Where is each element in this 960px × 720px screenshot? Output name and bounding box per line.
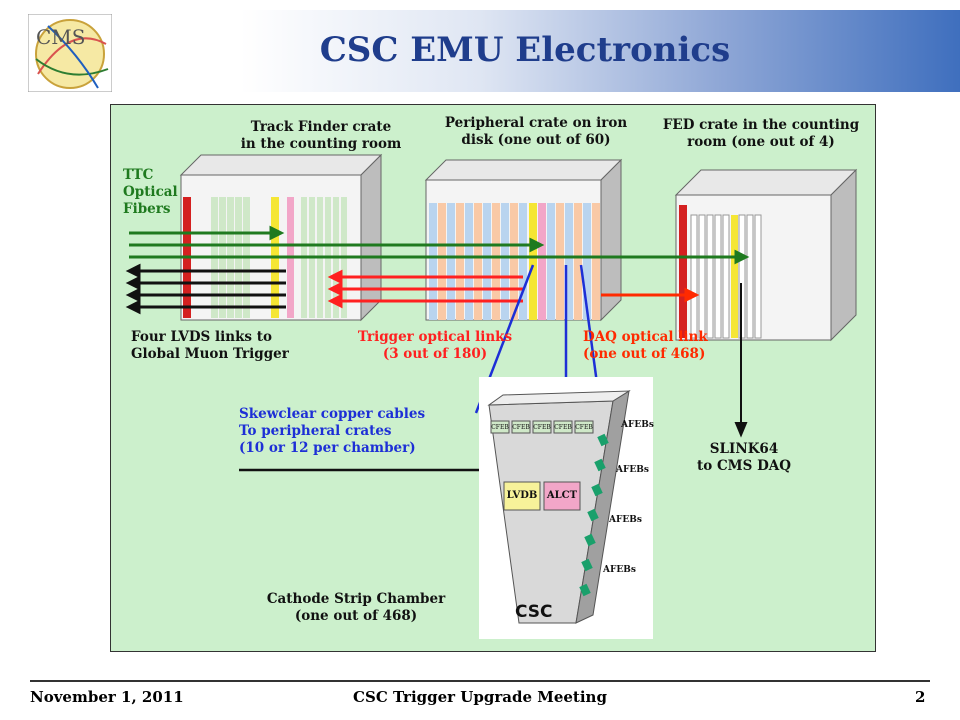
ttc-caption: TTC Optical Fibers: [123, 167, 178, 218]
lvdb-label: LVDB: [506, 490, 538, 501]
csc-caption: Cathode Strip Chamber (one out of 468): [241, 591, 471, 625]
afebs-label-3: AFEBs: [609, 515, 642, 525]
alct-label: ALCT: [546, 490, 578, 501]
daq-caption: DAQ optical link (one out of 468): [583, 329, 708, 363]
skew-line-1: Skewclear copper cables: [239, 406, 426, 422]
peripheral-title-1: Peripheral crate on iron: [444, 115, 628, 131]
page-number: 2: [915, 688, 926, 706]
ttc-line-2: Optical: [123, 184, 178, 200]
cfeb-label-3: CFEB: [533, 424, 551, 431]
track-finder-caption: Track Finder crate in the counting room: [211, 119, 431, 153]
fed-caption: FED crate in the counting room (one out …: [651, 117, 871, 151]
logo-text: CMS: [36, 25, 85, 49]
trigger-line-2: (3 out of 180): [382, 346, 488, 362]
title-banner: [0, 10, 960, 92]
cfeb-label-4: CFEB: [554, 424, 572, 431]
slink-line-2: to CMS DAQ: [697, 458, 792, 474]
peripheral-caption: Peripheral crate on iron disk (one out o…: [431, 115, 641, 149]
fed-title-2: room (one out of 4): [687, 134, 835, 150]
skew-line-2: To peripheral crates: [239, 423, 392, 439]
skew-line-3: (10 or 12 per chamber): [239, 440, 416, 456]
lvds-line-2: Global Muon Trigger: [131, 346, 289, 362]
slide-title: CSC EMU Electronics: [319, 30, 731, 70]
slink-arrow: [734, 283, 748, 438]
fed-title-1: FED crate in the counting: [662, 117, 860, 133]
ttc-line-1: TTC: [123, 167, 154, 183]
slink-caption: SLINK64 to CMS DAQ: [697, 441, 791, 475]
cfeb-label-1: CFEB: [491, 424, 509, 431]
csc-label: CSC: [515, 602, 553, 622]
peripheral-crate: [424, 158, 623, 322]
cfeb-label-5: CFEB: [575, 424, 593, 431]
footer-date: November 1, 2011: [30, 688, 184, 706]
slink-line-1: SLINK64: [709, 441, 779, 457]
cms-logo: CMS: [28, 14, 112, 92]
cfeb-label-2: CFEB: [512, 424, 530, 431]
track-finder-title-1: Track Finder crate: [250, 119, 392, 135]
ttc-line-3: Fibers: [123, 201, 171, 217]
trigger-line-1: Trigger optical links: [357, 329, 513, 345]
daq-link: [601, 287, 700, 303]
track-finder-title-2: in the counting room: [240, 136, 402, 152]
afebs-label-4: AFEBs: [603, 565, 636, 575]
afebs-label-1: AFEBs: [621, 420, 654, 430]
skewclear-caption: Skewclear copper cables To peripheral cr…: [239, 406, 425, 457]
trigger-caption: Trigger optical links (3 out of 180): [347, 329, 523, 363]
diagram-panel: Track Finder crate in the counting room …: [110, 104, 876, 652]
afebs-label-2: AFEBs: [616, 465, 649, 475]
csc-line-2: (one out of 468): [294, 608, 418, 624]
csc-line-1: Cathode Strip Chamber: [266, 591, 446, 607]
footer-divider: [30, 680, 930, 682]
ttc-fibers: [129, 225, 750, 265]
electronics-diagram: [125, 153, 858, 639]
fed-crate: [674, 168, 858, 342]
csc-chamber: [479, 377, 653, 639]
trigger-links: [327, 269, 523, 309]
lvds-caption: Four LVDS links to Global Muon Trigger: [131, 329, 289, 363]
peripheral-title-2: disk (one out of 60): [461, 132, 611, 148]
lvds-line-1: Four LVDS links to: [131, 329, 272, 345]
daq-line-1: DAQ optical link: [583, 329, 708, 345]
daq-line-2: (one out of 468): [583, 346, 706, 362]
footer-event: CSC Trigger Upgrade Meeting: [353, 688, 607, 706]
lvds-links: [125, 263, 286, 315]
